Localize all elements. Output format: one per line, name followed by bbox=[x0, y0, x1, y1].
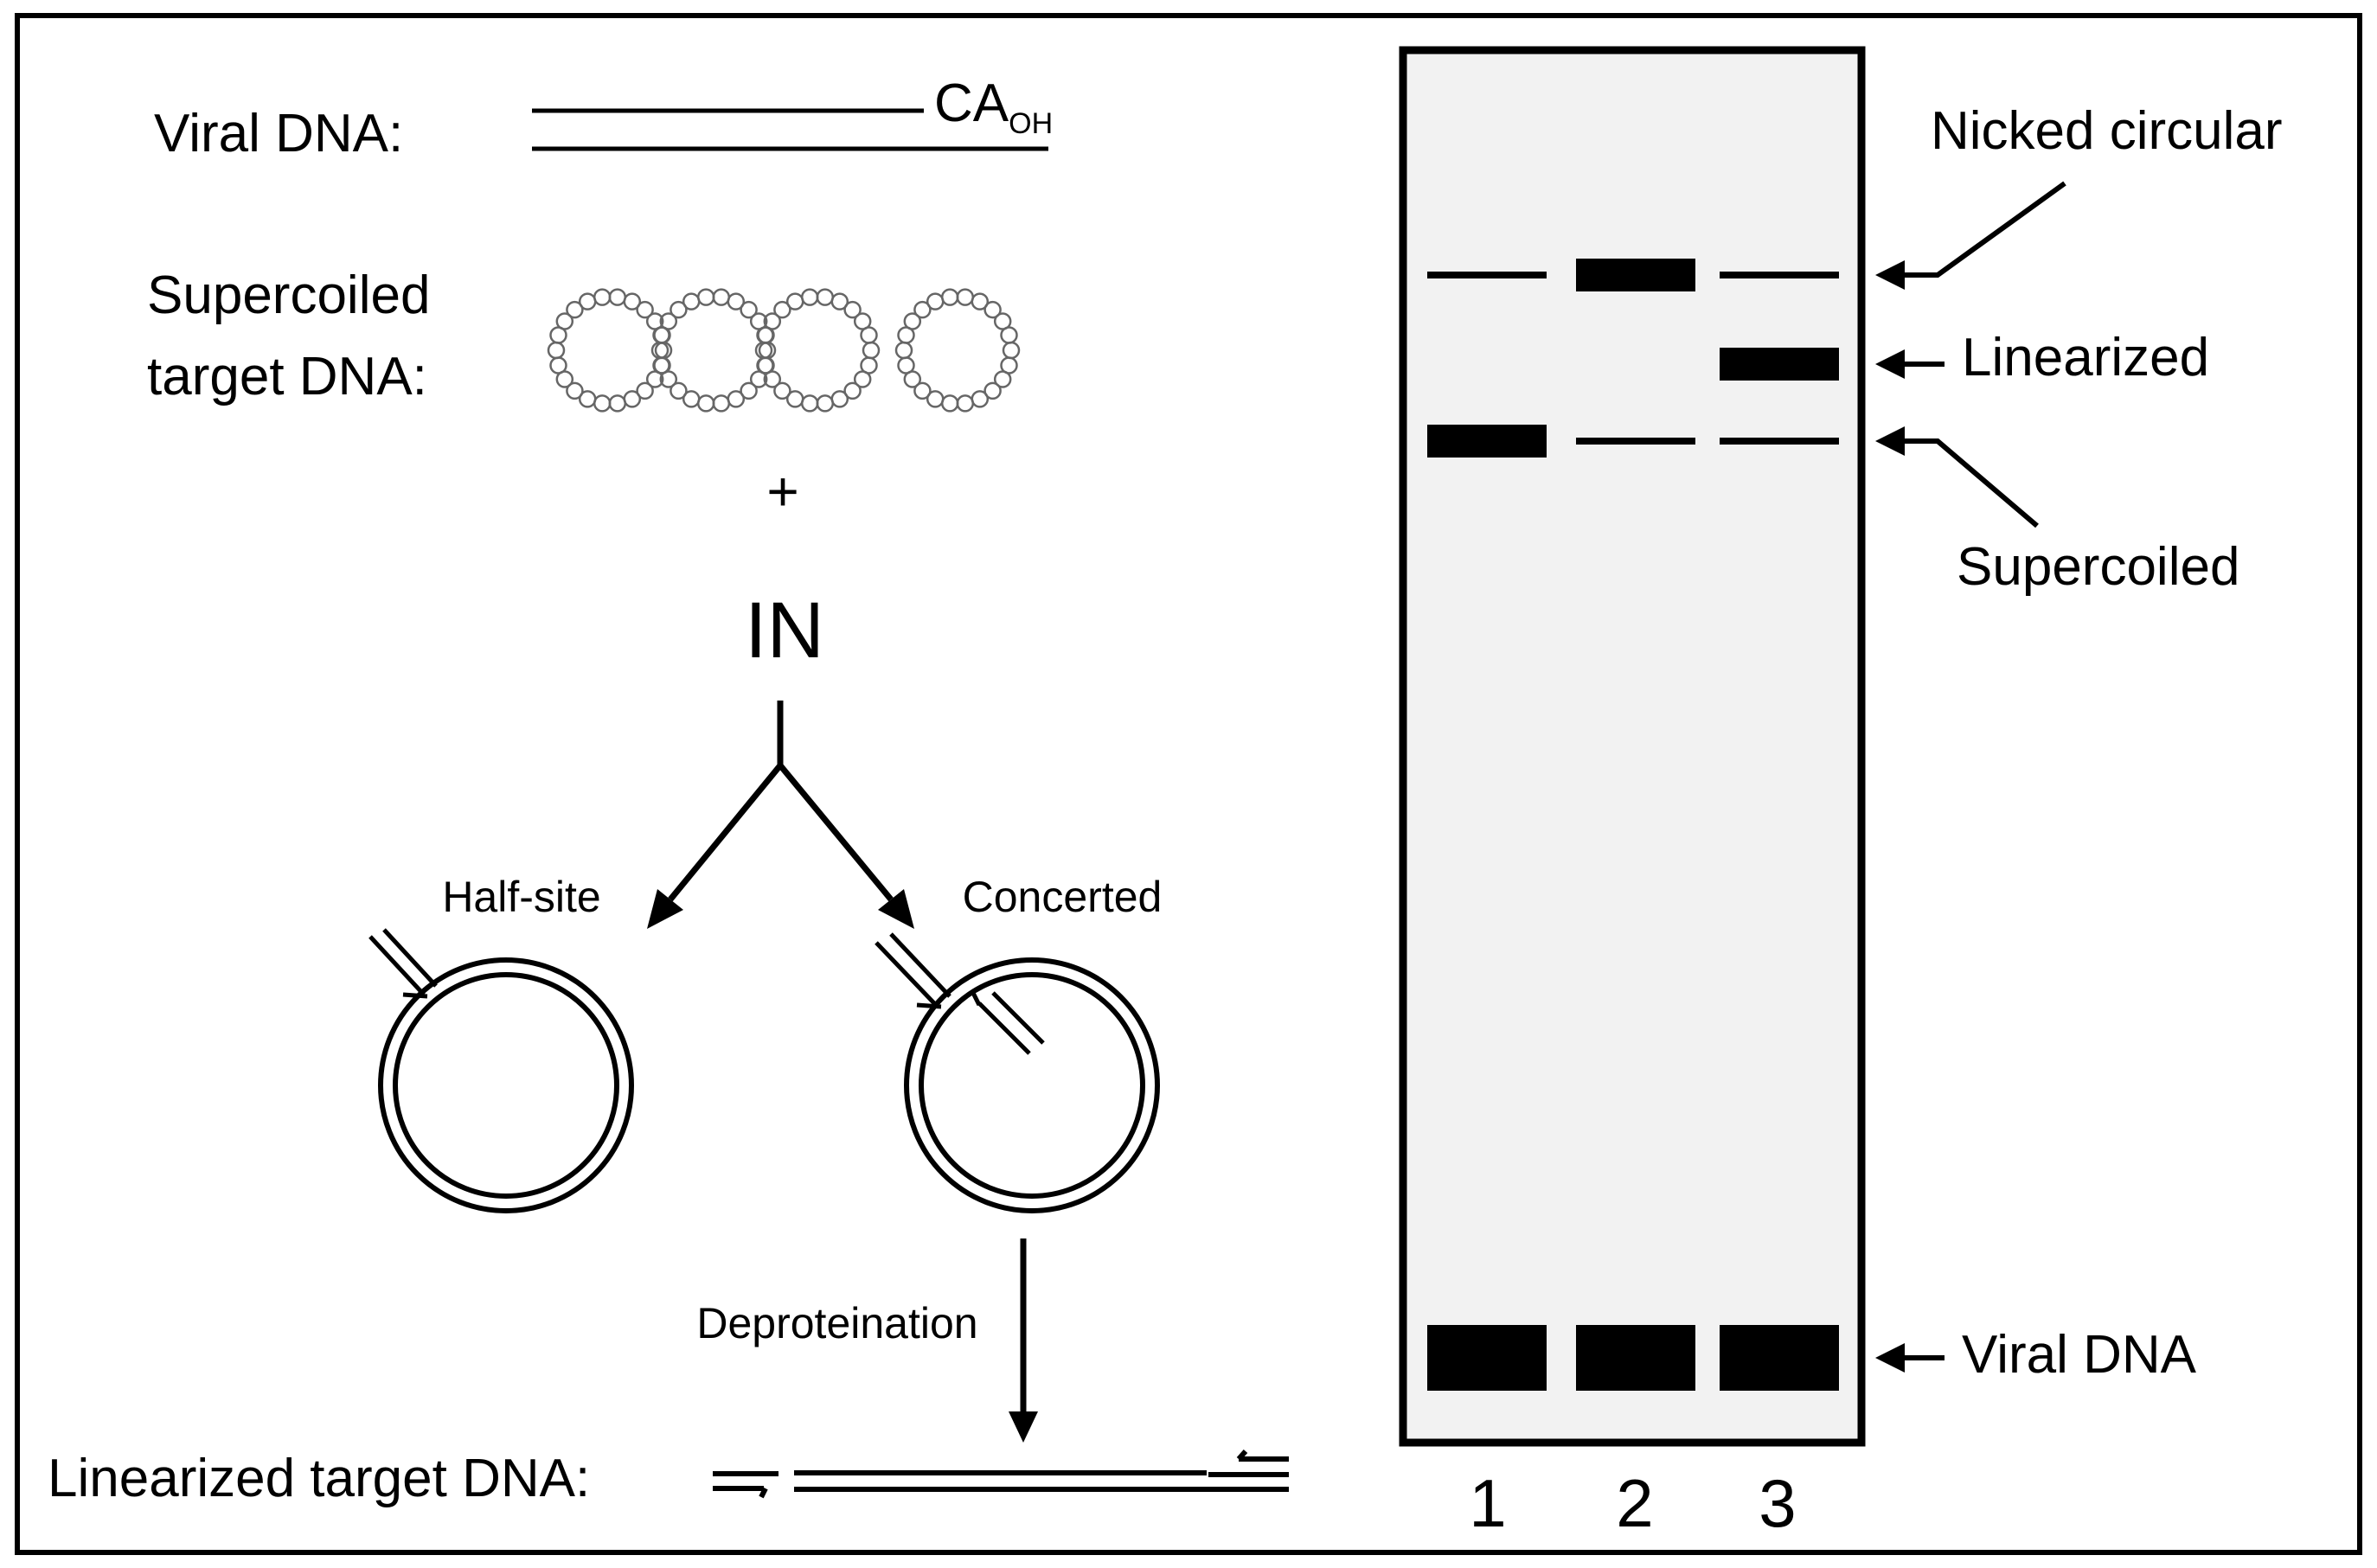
band-nicked-lane-1 bbox=[1427, 272, 1547, 278]
nicked-arrowhead-icon bbox=[1875, 260, 1905, 290]
band-linearized-lane-3 bbox=[1720, 348, 1839, 381]
viral-dna-duplex bbox=[532, 108, 1048, 151]
band-supercoiled-lane-1 bbox=[1427, 425, 1547, 458]
integrase-label: IN bbox=[745, 586, 824, 675]
concerted-label: Concerted bbox=[963, 873, 1163, 921]
band-viral-lane-3 bbox=[1720, 1325, 1839, 1391]
linearized-label: Linearized bbox=[1962, 328, 2209, 387]
viral-dna-label: Viral DNA: bbox=[154, 104, 403, 163]
supercoiled-label-line2: target DNA: bbox=[147, 347, 427, 406]
viral-dna-band-label: Viral DNA bbox=[1962, 1325, 2197, 1385]
supercoil-ring-4 bbox=[894, 288, 1021, 413]
supercoiled-dna-icon bbox=[547, 288, 1021, 413]
gel-bands bbox=[1427, 259, 1839, 1391]
nicked-circular-label: Nicked circular bbox=[1931, 101, 2283, 161]
band-nicked-lane-3 bbox=[1720, 272, 1839, 278]
supercoiled-label: Supercoiled bbox=[1957, 537, 2239, 597]
band-viral-lane-1 bbox=[1427, 1325, 1547, 1391]
half-site-product-circle bbox=[378, 957, 634, 1213]
oh-subscript: OH bbox=[1009, 107, 1053, 140]
linearized-arrowhead-icon bbox=[1875, 349, 1905, 379]
lane-label-2: 2 bbox=[1616, 1465, 1653, 1541]
ca-3prime-label: CAOH bbox=[934, 74, 1053, 140]
nicked-circular-pointer bbox=[1897, 181, 2066, 278]
concerted-viral-end-inserts bbox=[875, 932, 1045, 1055]
linearized-target-duplex bbox=[713, 1450, 1289, 1499]
half-site-arrowhead-icon bbox=[647, 889, 683, 929]
figure-border bbox=[15, 13, 2362, 1555]
supercoiled-target-label: Supercoiled target DNA: bbox=[147, 266, 445, 406]
linearized-target-label: Linearized target DNA: bbox=[48, 1449, 590, 1508]
half-site-label: Half-site bbox=[442, 873, 600, 921]
band-supercoiled-lane-2 bbox=[1576, 438, 1695, 445]
plus-sign: + bbox=[766, 460, 798, 522]
branch-arrows bbox=[668, 701, 894, 902]
band-nicked-lane-2 bbox=[1576, 259, 1695, 291]
supercoiled-pointer bbox=[1897, 438, 2039, 528]
supercoiled-label-line1: Supercoiled bbox=[147, 266, 430, 325]
deproteination-label: Deproteination bbox=[696, 1299, 977, 1347]
supercoiled-arrowhead-icon bbox=[1875, 426, 1905, 456]
supercoil-ring-1 bbox=[547, 288, 673, 413]
band-supercoiled-lane-3 bbox=[1720, 438, 1839, 445]
band-viral-lane-2 bbox=[1576, 1325, 1695, 1391]
viral-dna-arrowhead-icon bbox=[1875, 1343, 1905, 1373]
lane-label-3: 3 bbox=[1759, 1465, 1796, 1541]
deproteination-arrowhead-icon bbox=[1009, 1411, 1038, 1443]
concerted-product-circle bbox=[904, 957, 1160, 1213]
half-site-viral-end-insert bbox=[368, 928, 438, 999]
supercoil-ring-3 bbox=[754, 288, 881, 413]
concerted-arrowhead-icon bbox=[878, 889, 914, 929]
lane-label-1: 1 bbox=[1469, 1465, 1506, 1541]
